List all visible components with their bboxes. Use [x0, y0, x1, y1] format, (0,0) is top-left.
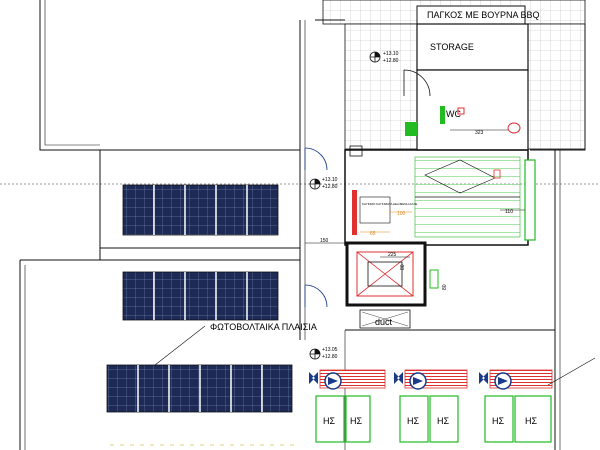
level-marker-top: +13.10 +12.80: [369, 51, 399, 64]
level-marker-low: +13.05 +12.80: [309, 347, 338, 360]
stair-rail: [524, 159, 536, 241]
pv-label-text: ΦΩΤΟΒΟΛΤΑΙΚΑ ΠΛΑΙΣΙΑ: [210, 322, 317, 332]
svg-text:ΚΑΥΣΙΜΟ ΚΑΥΣΙΜΑΤΑ ΔΕΞ/ΜΕΝΗ ΑΛΛ: ΚΑΥΣΙΜΟ ΚΑΥΣΙΜΑΤΑ ΔΕΞ/ΜΕΝΗ ΑΛΛΕ: [362, 202, 417, 206]
solar-unit-3: ΗΣ ΗΣ: [479, 357, 596, 443]
pv-array-2: [122, 271, 279, 321]
svg-text:+12.80: +12.80: [322, 184, 338, 190]
green-fixture: [405, 122, 417, 136]
fuel-tank: ΚΑΥΣΙΜΟ ΚΑΥΣΙΜΑΤΑ ΔΕΞ/ΜΕΝΗ ΑΛΛΕ 100 65: [352, 190, 417, 237]
duct: duct: [359, 309, 411, 329]
dim-80-a: 80: [400, 264, 406, 270]
dim-323: 323: [475, 130, 484, 136]
solar-unit-1: ΗΣ ΗΣ: [309, 369, 386, 443]
bbq-label: ΠΑΓΚΟΣ ΜΕ ΒΟΥΡΝΑ BBQ: [427, 10, 539, 20]
svg-text:+13.05: +13.05: [322, 347, 338, 353]
svg-text:ΗΣ: ΗΣ: [437, 416, 449, 426]
bbq-counter: ΠΑΓΚΟΣ ΜΕ ΒΟΥΡΝΑ BBQ: [416, 5, 539, 25]
pv-array-3: [106, 364, 293, 413]
wc-fixture: [440, 106, 445, 124]
wc-room: WC 323: [405, 69, 529, 151]
storage-label: STORAGE: [430, 42, 474, 52]
svg-text:+13.10: +13.10: [383, 51, 399, 57]
svg-text:+13.10: +13.10: [322, 177, 338, 183]
duct-label: duct: [375, 317, 393, 327]
tiled-terrace: [322, 0, 586, 150]
svg-text:ΗΣ: ΗΣ: [492, 416, 504, 426]
svg-text:+12.80: +12.80: [322, 354, 338, 360]
level-marker-mid: +13.10 +12.80: [309, 177, 338, 190]
svg-text:ΗΣ: ΗΣ: [350, 416, 362, 426]
dim-65: 65: [370, 231, 376, 237]
pv-label: ΦΩΤΟΒΟΛΤΑΙΚΑ ΠΛΑΙΣΙΑ: [154, 322, 317, 366]
storage-room: STORAGE: [416, 23, 529, 71]
dim-80-b: 80: [442, 284, 448, 290]
dim-100: 100: [397, 211, 406, 217]
wc-drain: [457, 107, 465, 115]
toilet-icon: [507, 122, 521, 134]
pv-array-1: [122, 184, 279, 236]
svg-text:ΗΣ: ΗΣ: [525, 416, 537, 426]
dim-110: 110: [505, 209, 513, 215]
stair-core: 110: [344, 149, 536, 246]
svg-text:ΗΣ: ΗΣ: [407, 416, 419, 426]
svg-text:ΗΣ: ΗΣ: [323, 416, 335, 426]
doors: [304, 69, 431, 308]
dim-150: 150: [320, 238, 329, 244]
wc-label: WC: [446, 109, 461, 119]
dim-225: 225: [388, 252, 397, 258]
solar-unit-2: ΗΣ ΗΣ: [394, 369, 468, 443]
elevator-shaft: 225 80 80 150: [305, 238, 448, 307]
svg-text:+12.80: +12.80: [383, 58, 399, 64]
